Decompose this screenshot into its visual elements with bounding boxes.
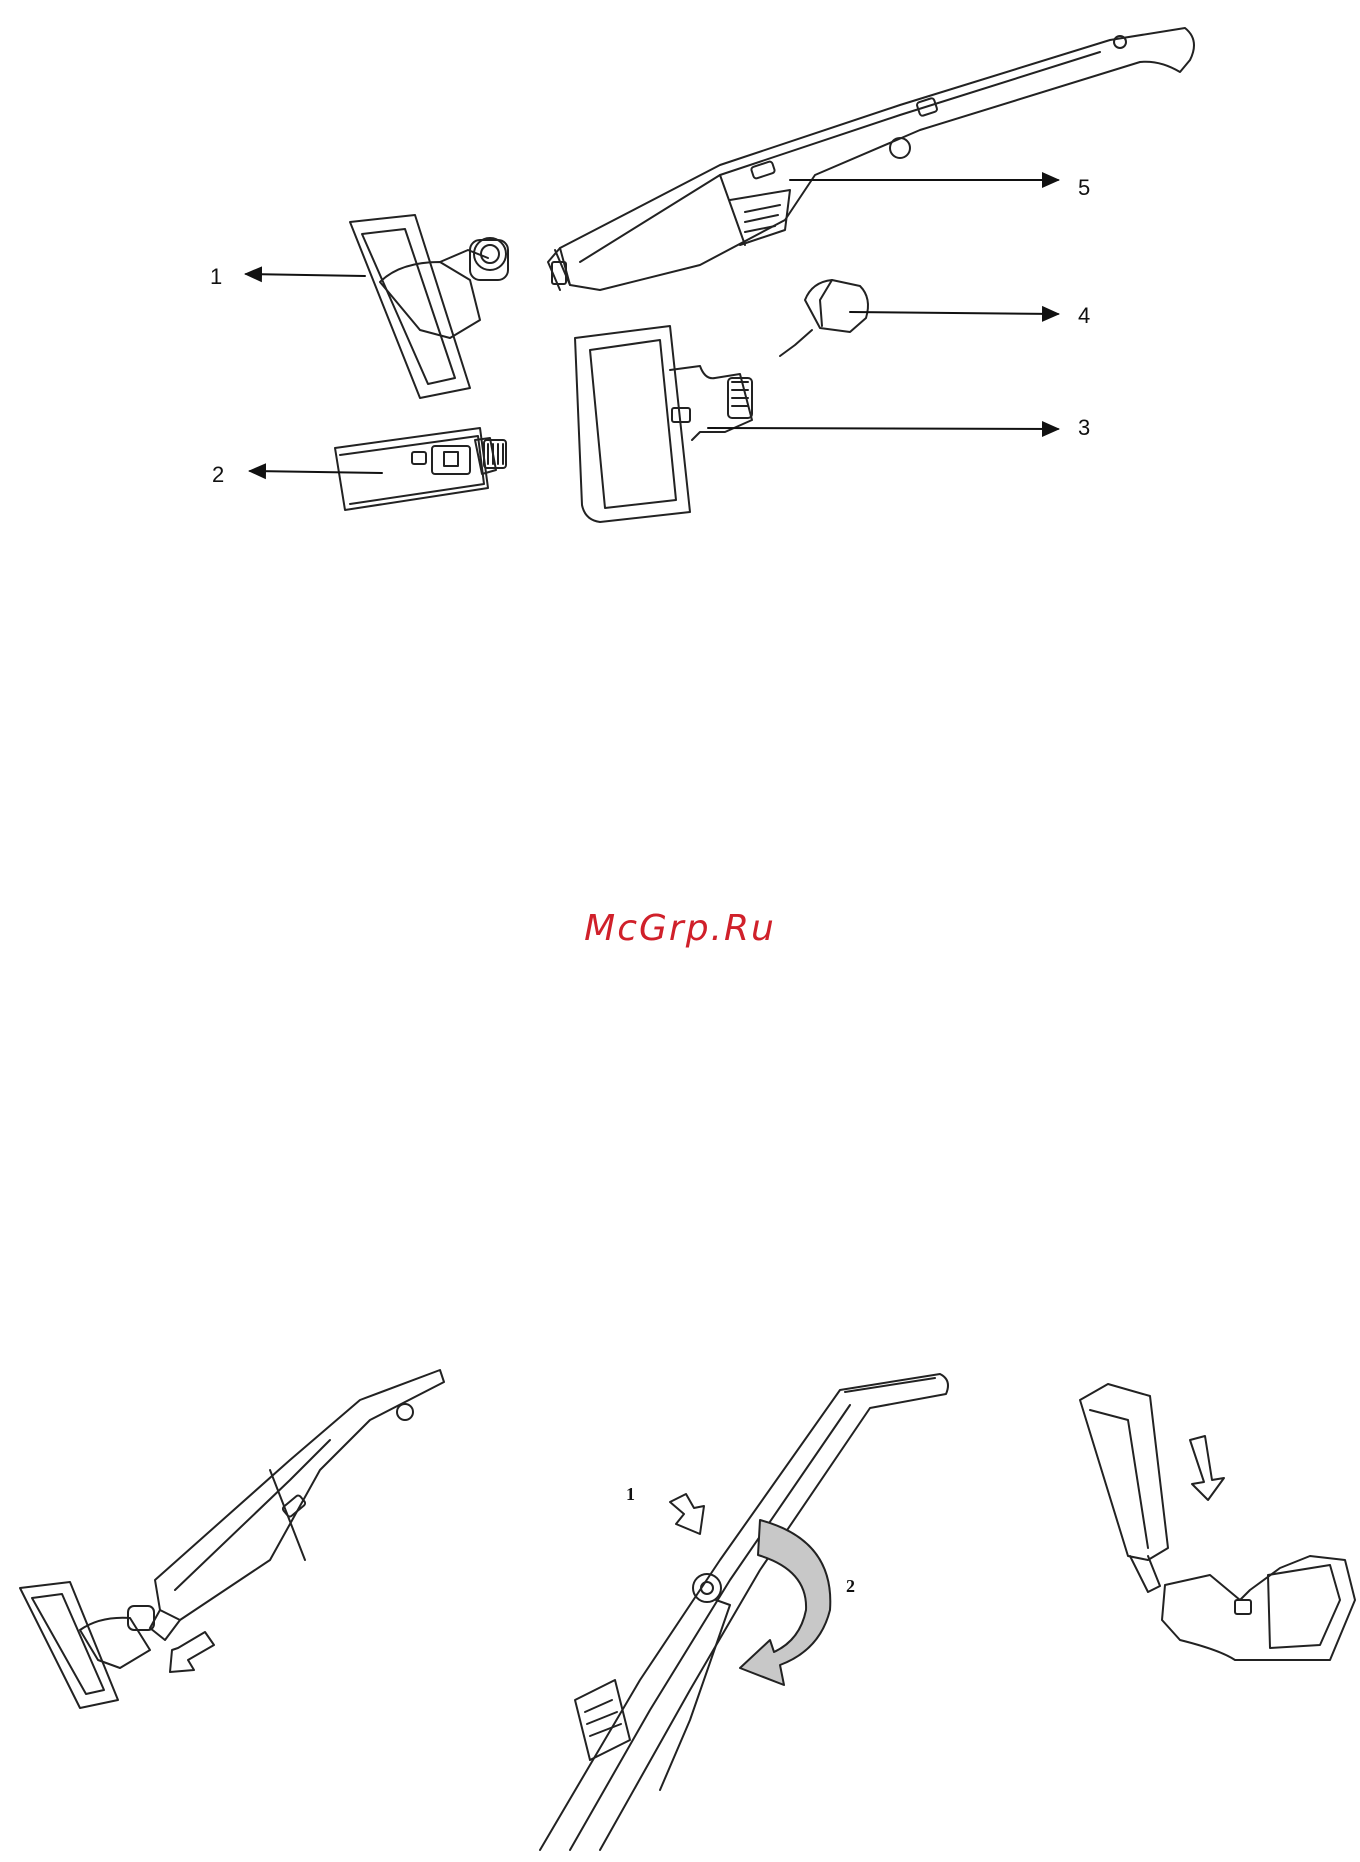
- step-label-1: 1: [626, 1484, 635, 1505]
- step-attach-brush-drawing: [20, 1370, 444, 1708]
- step-label-2: 2: [846, 1576, 855, 1597]
- step-insert-battery-drawing: [1080, 1384, 1355, 1660]
- step-fold-handle-drawing: [540, 1374, 948, 1850]
